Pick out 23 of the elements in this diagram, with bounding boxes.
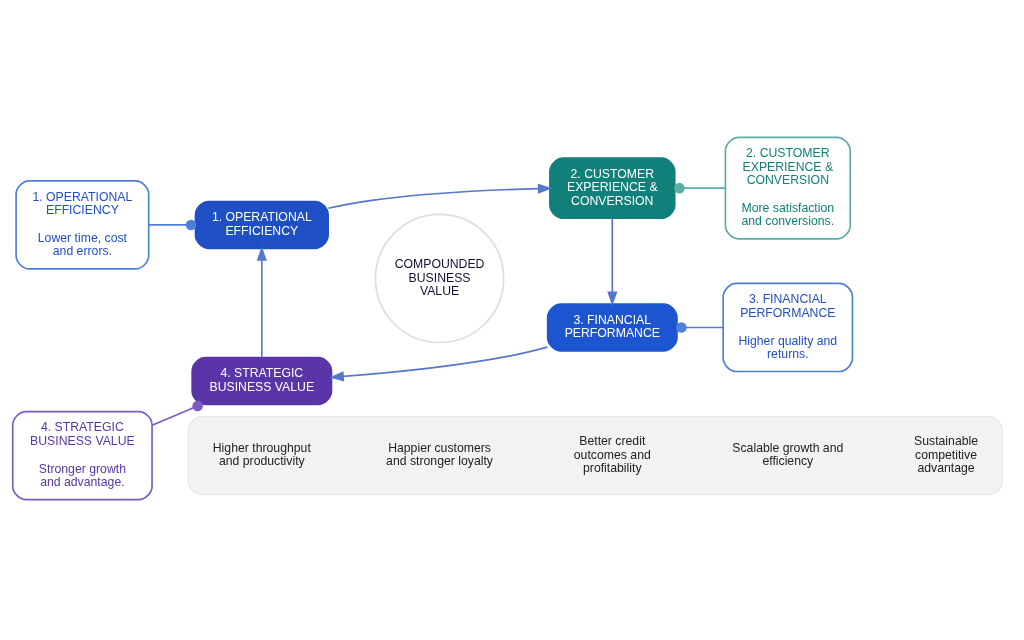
connector [151,400,203,426]
node-box: 4. STRATEGIC BUSINESS VALUE [191,356,333,405]
node-text: Scalable growth and efficiency [732,440,844,468]
node-box: 2. CUSTOMER EXPERIENCE & CONVERSION More satisfaction and conversions. [724,136,852,240]
node-box: 3. FINANCIAL PERFORMANCE Higher quality and returns. [722,282,854,372]
connector [676,321,724,333]
node-text: Higher throughput and productivity [212,440,311,468]
node-box: 1. OPERATIONAL EFFICIENCY Lower time, cost and errors. [15,179,150,270]
arrow [607,217,618,306]
node-box: 4. STRATEGIC BUSINESS VALUE Stronger growth and advantage. [11,410,153,500]
node-text: Sustainable competitive advantage [914,433,979,475]
arrow [329,345,549,381]
connector [674,182,727,193]
node-text: Happier customers and stronger loyalty [386,440,494,468]
node-box: 1. OPERATIONAL EFFICIENCY [194,200,329,249]
cluster [187,415,1003,495]
node-box: 2. CUSTOMER EXPERIENCE & CONVERSION [549,156,676,219]
node-text: Better credit outcomes and profitability [573,433,651,475]
arrow [327,183,553,209]
node-box: 3. FINANCIAL PERFORMANCE [546,302,678,352]
arrow [256,245,267,358]
connector [148,219,197,230]
node-circle: COMPOUNDED BUSINESS VALUE [374,213,505,343]
